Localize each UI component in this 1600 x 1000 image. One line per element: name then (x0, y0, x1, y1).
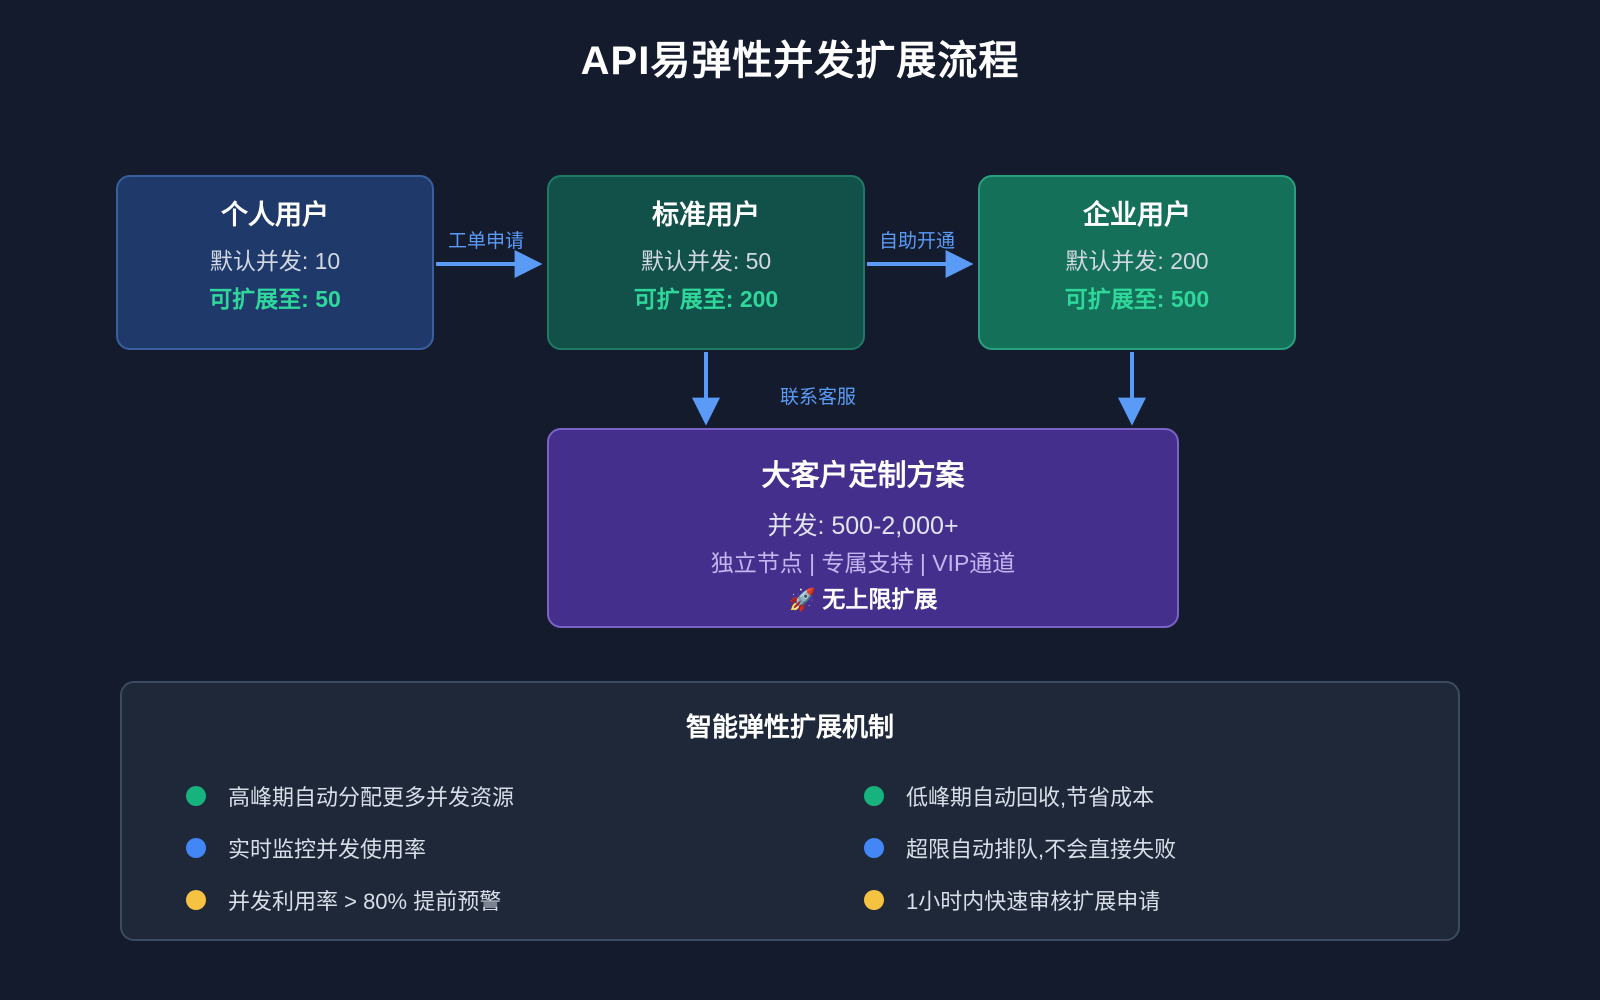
edge-label-support: 联系客服 (780, 387, 857, 408)
bullet-dot-icon (186, 838, 206, 858)
tier-title-enterprise: 企业用户 (1083, 200, 1191, 230)
list-item: 低峰期自动回收,节省成本 (790, 770, 1418, 822)
edge-label-ticket: 工单申请 (448, 231, 525, 252)
custom-plan-card[interactable]: 大客户定制方案 并发: 500-2,000+ 独立节点 | 专属支持 | VIP… (547, 428, 1179, 628)
tier-scale-standard: 可扩展至: 200 (633, 285, 779, 312)
mechanism-feature-grid: 高峰期自动分配更多并发资源 实时监控并发使用率 并发利用率 > 80% 提前预警… (122, 770, 1458, 926)
custom-plan-highlight-text: 无上限扩展 (822, 586, 938, 613)
bullet-dot-icon (186, 786, 206, 806)
custom-plan-concurrency: 并发: 500-2,000+ (767, 512, 959, 540)
list-item-label: 1小时内快速审核扩展申请 (906, 889, 1161, 914)
edge-label-selfserve: 自助开通 (879, 231, 956, 252)
bullet-dot-icon (864, 786, 884, 806)
list-item: 超限自动排队,不会直接失败 (790, 822, 1418, 874)
mechanism-panel-title: 智能弹性扩展机制 (685, 712, 894, 742)
rocket-icon: 🚀 (788, 587, 816, 613)
mechanism-column-left: 高峰期自动分配更多并发资源 实时监控并发使用率 并发利用率 > 80% 提前预警 (162, 770, 790, 926)
tier-default-personal: 默认并发: 10 (209, 248, 341, 275)
list-item-label: 低峰期自动回收,节省成本 (906, 785, 1155, 810)
custom-plan-highlight-row: 🚀 无上限扩展 (549, 581, 1177, 618)
tier-default-standard: 默认并发: 50 (640, 248, 772, 275)
mechanism-column-right: 低峰期自动回收,节省成本 超限自动排队,不会直接失败 1小时内快速审核扩展申请 (790, 770, 1418, 926)
page-title: API易弹性并发扩展流程 (580, 39, 1020, 83)
list-item-label: 实时监控并发使用率 (228, 837, 427, 862)
list-item: 并发利用率 > 80% 提前预警 (162, 874, 790, 926)
list-item-label: 并发利用率 > 80% 提前预警 (228, 889, 502, 914)
tier-scale-personal: 可扩展至: 50 (209, 285, 341, 312)
tier-title-personal: 个人用户 (221, 200, 329, 230)
bullet-dot-icon (864, 838, 884, 858)
tier-card-personal[interactable]: 个人用户 默认并发: 10 可扩展至: 50 (116, 175, 434, 350)
list-item: 实时监控并发使用率 (162, 822, 790, 874)
tier-scale-enterprise: 可扩展至: 500 (1064, 285, 1210, 312)
list-item-label: 超限自动排队,不会直接失败 (906, 837, 1177, 862)
list-item: 1小时内快速审核扩展申请 (790, 874, 1418, 926)
tier-card-standard[interactable]: 标准用户 默认并发: 50 可扩展至: 200 (547, 175, 865, 350)
list-item: 高峰期自动分配更多并发资源 (162, 770, 790, 822)
mechanism-panel: 智能弹性扩展机制 高峰期自动分配更多并发资源 实时监控并发使用率 并发利用率 >… (120, 681, 1460, 941)
custom-plan-features: 独立节点 | 专属支持 | VIP通道 (710, 549, 1016, 576)
tier-title-standard: 标准用户 (652, 200, 760, 230)
list-item-label: 高峰期自动分配更多并发资源 (228, 785, 515, 810)
bullet-dot-icon (864, 890, 884, 910)
tier-card-enterprise[interactable]: 企业用户 默认并发: 200 可扩展至: 500 (978, 175, 1296, 350)
custom-plan-title: 大客户定制方案 (761, 460, 965, 492)
bullet-dot-icon (186, 890, 206, 910)
tier-default-enterprise: 默认并发: 200 (1065, 248, 1209, 275)
